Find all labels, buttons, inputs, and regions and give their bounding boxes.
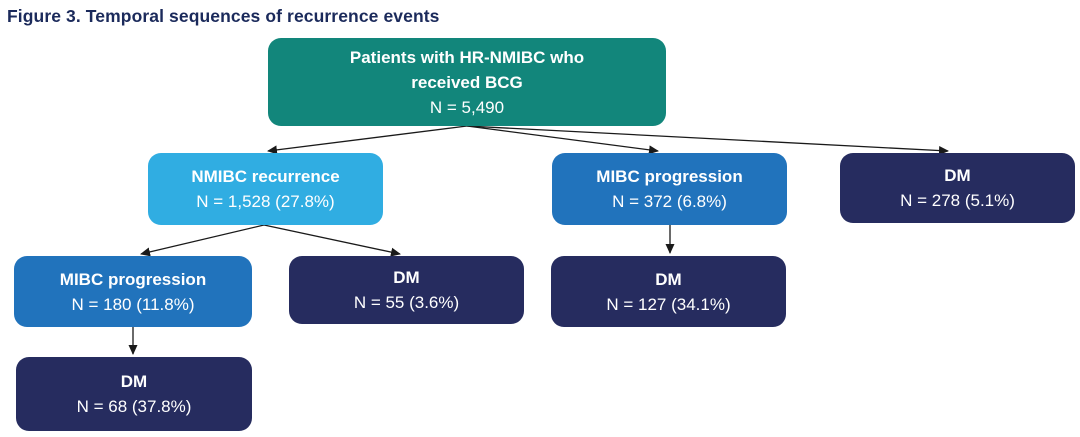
node-nmibc-recurrence: NMIBC recurrence N = 1,528 (27.8%) <box>148 153 383 225</box>
node-dm-278: DM N = 278 (5.1%) <box>840 153 1075 223</box>
node-value: N = 1,528 (27.8%) <box>196 192 335 211</box>
node-dm-127: DM N = 127 (34.1%) <box>551 256 786 327</box>
node-mibc-progression-372: MIBC progression N = 372 (6.8%) <box>552 153 787 225</box>
node-value: N = 127 (34.1%) <box>606 294 731 314</box>
figure-title: Figure 3. Temporal sequences of recurren… <box>7 6 440 26</box>
node-label-line1: Patients with HR-NMIBC who <box>349 47 585 67</box>
node-value: N = 68 (37.8%) <box>76 397 192 416</box>
node-label: DM <box>120 372 148 391</box>
node-label: MIBC progression <box>596 167 743 186</box>
node-dm-55: DM N = 55 (3.6%) <box>289 256 524 324</box>
node-patients-hr-nmibc-bcg: Patients with HR-NMIBC who received BCG … <box>268 38 666 126</box>
node-label: NMIBC recurrence <box>191 167 340 186</box>
node-value: N = 278 (5.1%) <box>900 191 1015 210</box>
node-value: N = 55 (3.6%) <box>353 293 460 312</box>
node-label: DM <box>944 166 971 185</box>
node-label: DM <box>393 268 420 287</box>
node-label: MIBC progression <box>59 269 207 289</box>
node-label-line2: received BCG <box>411 72 523 92</box>
node-dm-68: DM N = 68 (37.8%) <box>16 357 252 431</box>
node-label: DM <box>655 269 682 289</box>
node-value: N = 372 (6.8%) <box>612 192 727 211</box>
node-mibc-progression-180: MIBC progression N = 180 (11.8%) <box>14 256 252 327</box>
node-value: N = 180 (11.8%) <box>71 294 195 314</box>
node-value: N = 5,490 <box>429 97 505 117</box>
